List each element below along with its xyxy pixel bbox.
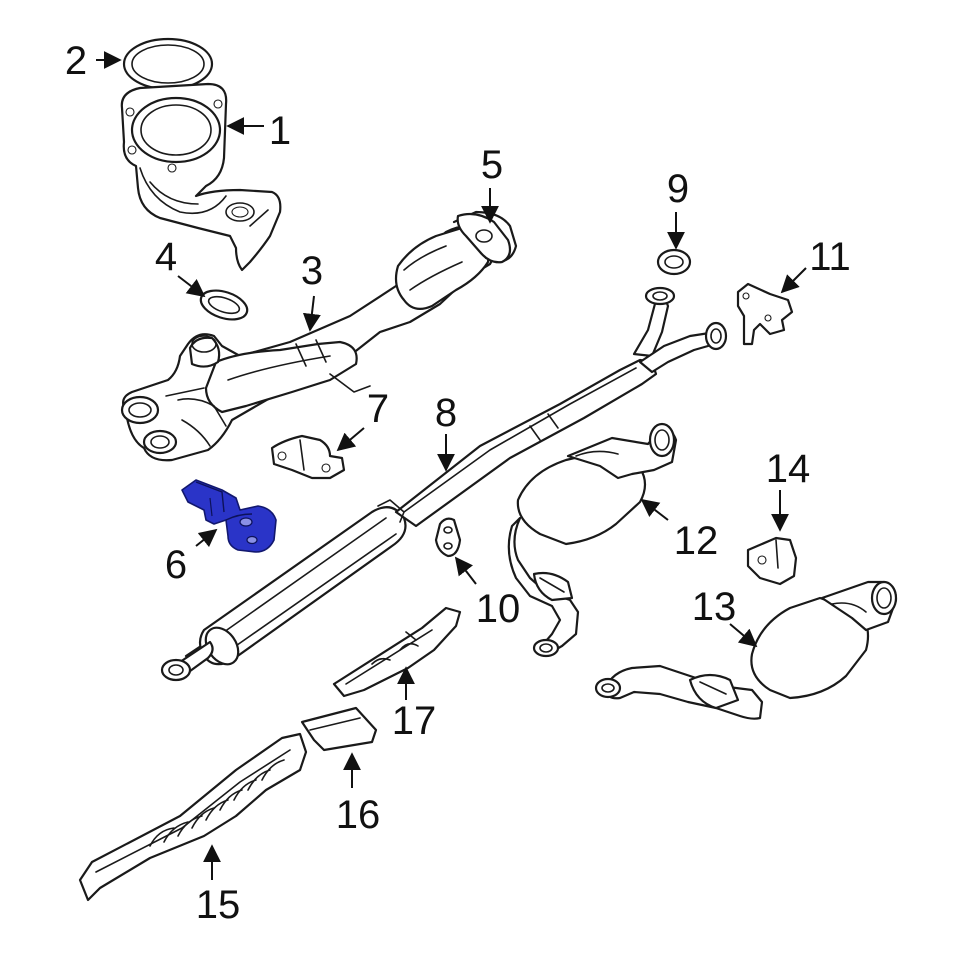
callout-12: 12 [674,519,719,563]
leader-lines [96,51,807,880]
part-10-rubber-hanger[interactable] [434,517,462,558]
part-17-heat-shield[interactable] [332,606,462,698]
callout-7: 7 [367,387,389,431]
part-1-catalytic-converter[interactable] [120,82,282,272]
callout-11: 11 [809,235,851,279]
part-4-gasket[interactable] [197,285,251,325]
part-6-hanger-bracket[interactable] [181,479,277,553]
part-8-center-pipe[interactable] [160,286,728,682]
callout-4: 4 [155,235,177,279]
part-7-bracket[interactable] [270,434,346,480]
callout-8: 8 [435,391,457,435]
callout-13: 13 [692,585,737,629]
callout-1: 1 [269,109,291,153]
callout-10: 10 [476,587,521,631]
part-14-bracket[interactable] [746,536,798,586]
part-12-muffler[interactable] [507,422,678,658]
callout-2: 2 [65,39,87,83]
part-15-heat-shield[interactable] [78,732,308,902]
callout-15: 15 [196,883,241,927]
part-16-heat-shield[interactable] [300,706,378,752]
callout-labels: 1 2 3 4 5 6 7 8 9 10 11 12 13 14 15 16 1… [65,39,851,927]
callout-14: 14 [766,447,811,491]
part-6-fill [181,479,277,553]
part-9-gasket[interactable] [656,248,692,276]
part-13-muffler[interactable] [594,580,898,720]
part-2-gasket[interactable] [122,37,214,91]
callout-6: 6 [165,543,187,587]
callout-5: 5 [481,143,503,187]
callout-16: 16 [336,793,381,837]
callout-17: 17 [392,699,437,743]
callout-9: 9 [667,167,689,211]
callout-3: 3 [301,249,323,293]
part-11-bracket[interactable] [736,282,794,346]
